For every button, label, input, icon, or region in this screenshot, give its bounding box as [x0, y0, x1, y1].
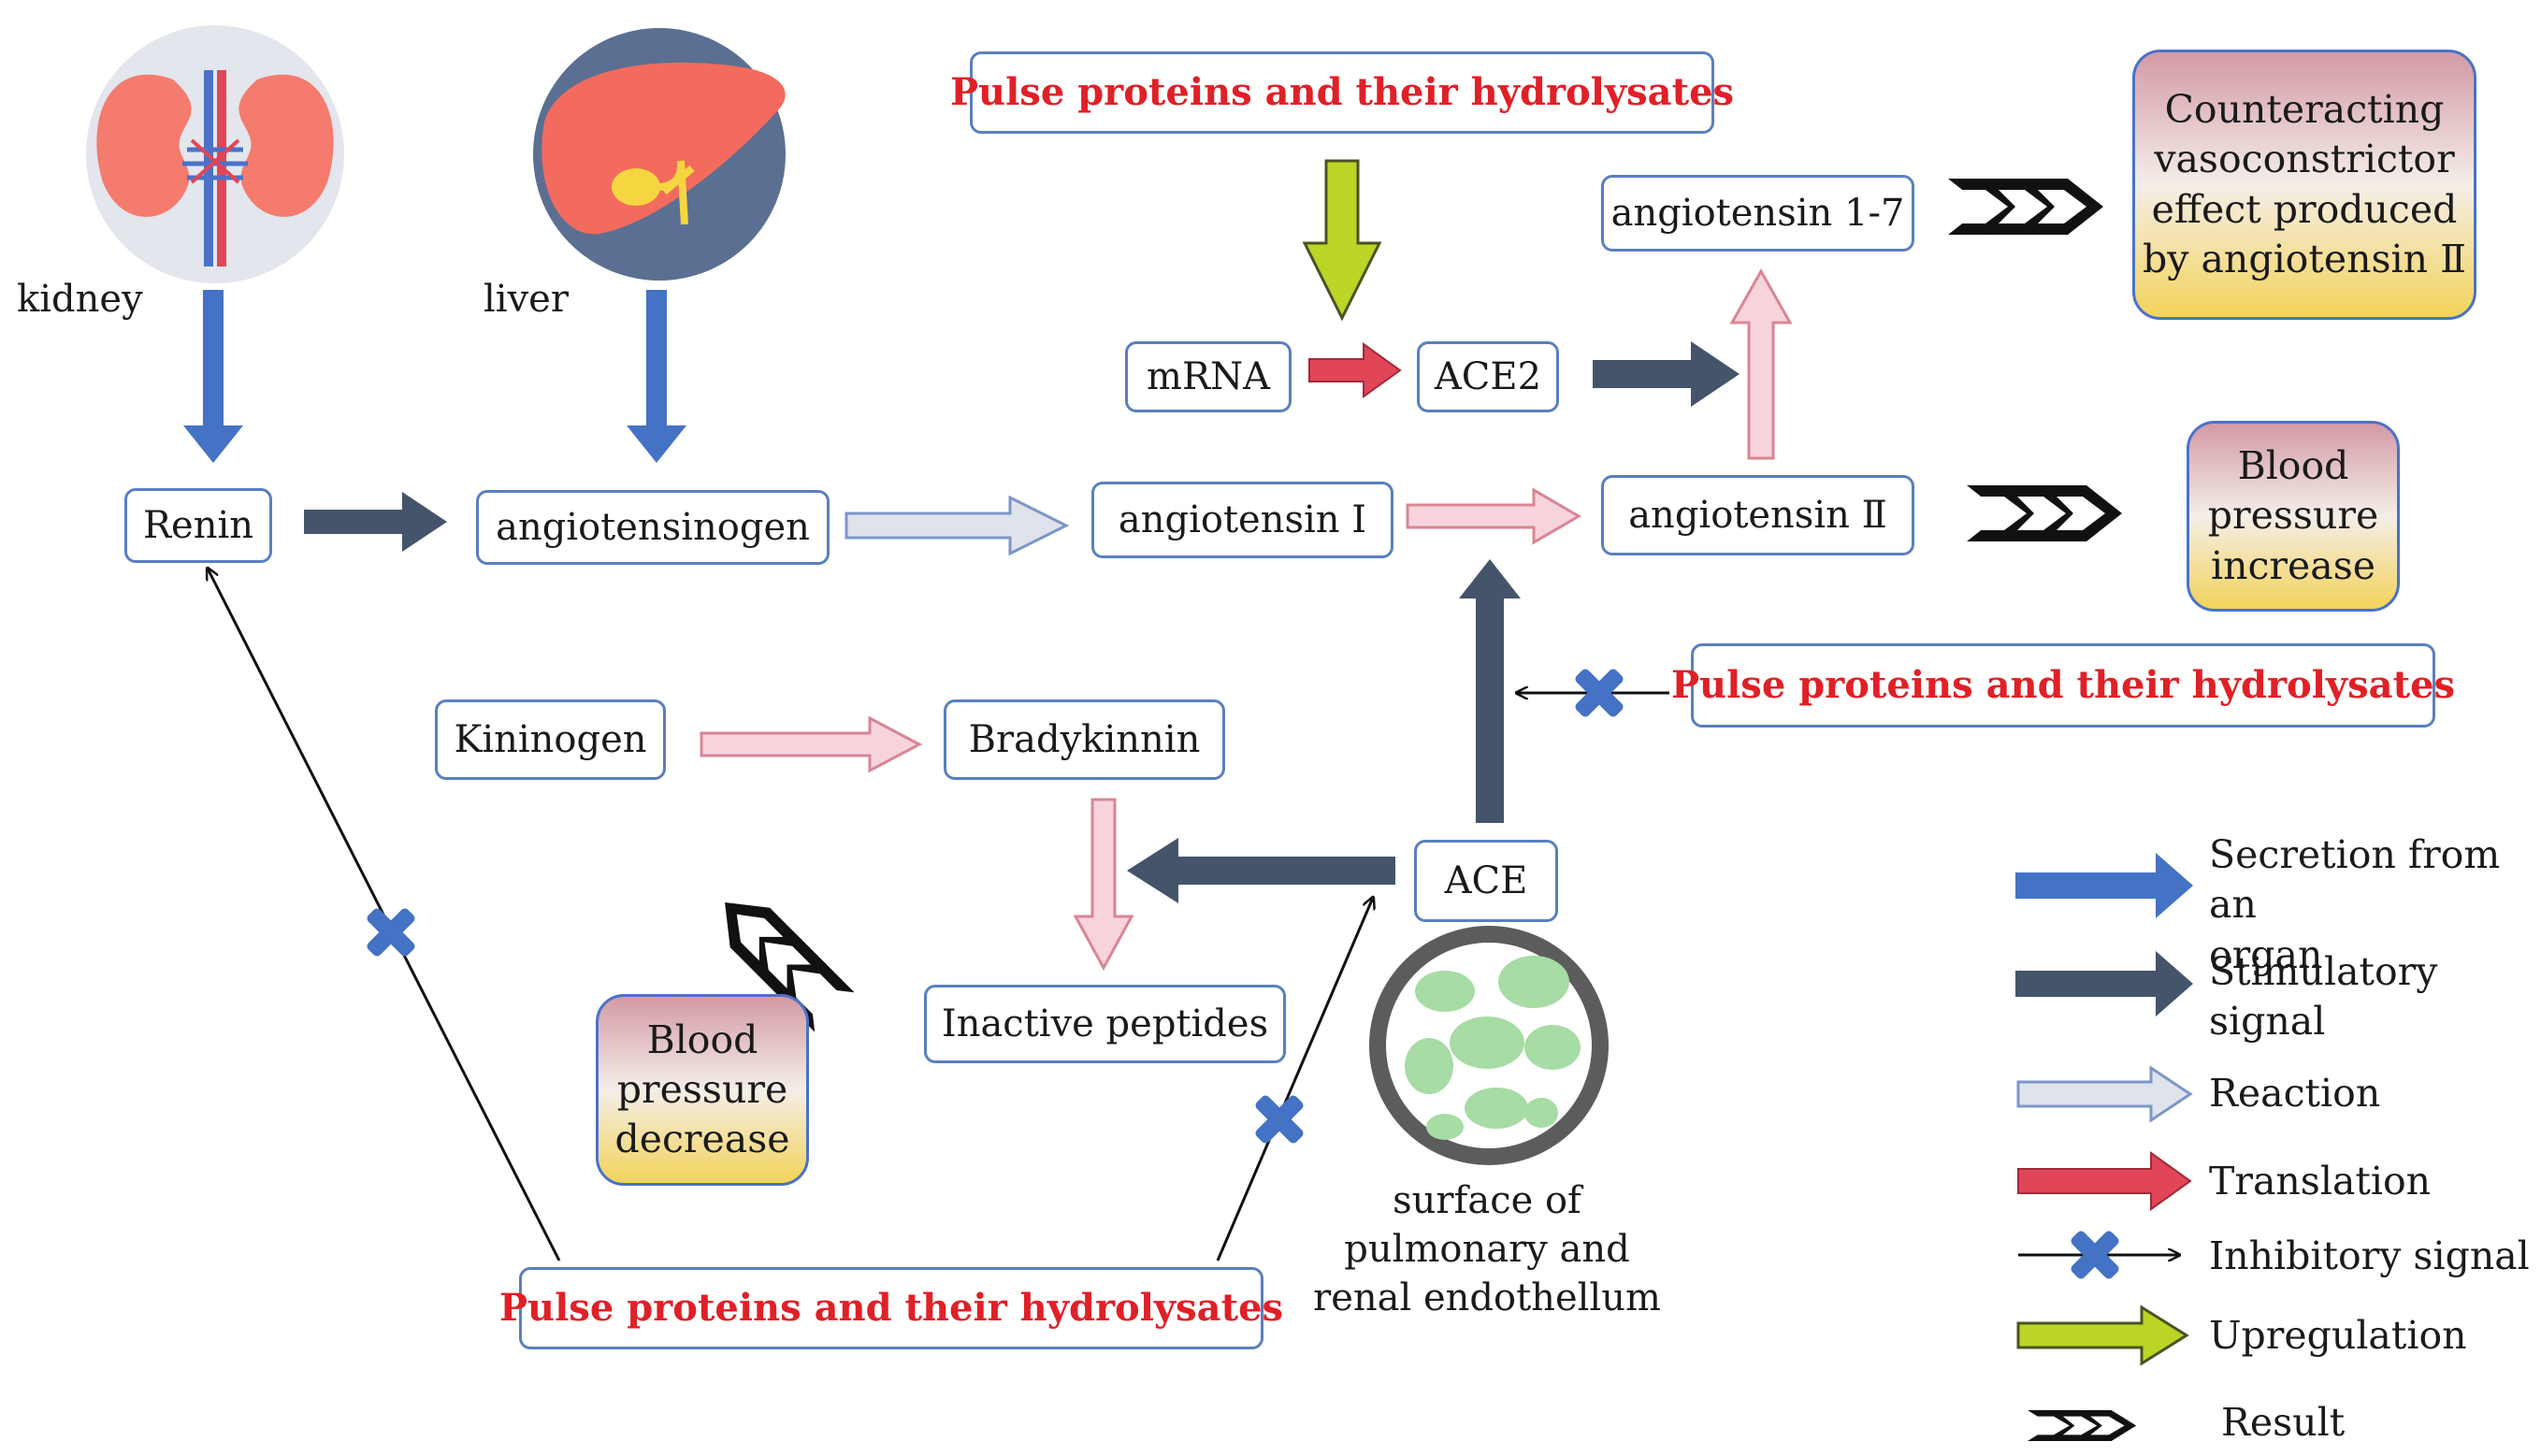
result-increase-line-1: Blood — [2237, 443, 2349, 489]
legend-stimulatory-icon — [2015, 951, 2193, 1016]
result-counteract: Counteracting vasoconstrictor effect pro… — [2132, 50, 2476, 320]
node-inactive-peptides: Inactive peptides — [924, 985, 1286, 1063]
translation-arrow — [1308, 342, 1402, 398]
inhibitory-arrow-ace — [1216, 898, 1373, 1261]
reaction-arrow-1 — [845, 495, 1070, 556]
kidney-label: kidney — [17, 278, 143, 321]
node-mrna: mRNA — [1125, 341, 1292, 412]
result-arrow-angiotensin17 — [1948, 179, 2103, 235]
inhibitory-arrow-right — [1517, 667, 1669, 719]
inhibitory-arrow-renin — [208, 569, 561, 1261]
legend-stimulatory-label: Stimulatory signal — [2209, 947, 2437, 1047]
stimulatory-arrow-renin — [304, 492, 447, 552]
node-ace: ACE — [1414, 840, 1558, 922]
result-decrease-line-3: decrease — [614, 1117, 790, 1162]
endothelium-cell-icon — [1369, 926, 1609, 1165]
node-bradykinnin: Bradykinnin — [944, 699, 1225, 780]
legend-upregulation-label: Upregulation — [2209, 1313, 2467, 1358]
legend-secretion-label: Secretion from an organ — [2209, 830, 2541, 980]
node-angiotensin-1: angiotensin I — [1091, 482, 1393, 558]
result-arrow-angiotensin2 — [1967, 485, 2122, 541]
reaction-arrow-up — [1729, 267, 1793, 460]
node-angiotensinogen: angiotensinogen — [476, 490, 830, 565]
endothelium-caption-line-1: surface of — [1393, 1179, 1581, 1222]
reaction-arrow-2 — [1406, 487, 1581, 545]
result-counteract-line-3: effect produced — [2151, 186, 2458, 232]
node-ace2: ACE2 — [1417, 341, 1559, 412]
secretion-arrow-kidney — [183, 290, 243, 463]
result-increase-line-3: increase — [2210, 542, 2376, 588]
legend-translation-label: Translation — [2209, 1159, 2432, 1204]
pulse-proteins-right: Pulse proteins and their hydrolysates — [1671, 643, 2455, 728]
liver-label: liver — [484, 278, 569, 321]
node-kininogen: Kininogen — [435, 699, 666, 780]
stimulatory-arrow-ace2 — [1593, 341, 1740, 407]
legend-secretion-line-1: Secretion from an — [2209, 832, 2501, 928]
stimulatory-arrow-ace-up — [1459, 559, 1521, 823]
node-angiotensin-2: angiotensin Ⅱ — [1601, 475, 1914, 555]
legend-secretion-line-2: organ — [2209, 931, 2323, 977]
pulse-proteins-top: Pulse proteins and their hydrolysates — [950, 51, 1734, 134]
secretion-arrow-liver — [627, 290, 686, 463]
reaction-arrow-kininogen — [700, 715, 923, 773]
legend-reaction-label: Reaction — [2209, 1071, 2381, 1116]
result-bp-decrease: Blood pressure decrease — [596, 994, 809, 1186]
result-decrease-line-1: Blood — [646, 1016, 758, 1062]
liver-icon — [533, 28, 786, 281]
legend-stimulatory-line-2: signal — [2209, 999, 2326, 1045]
result-counteract-line-2: vasoconstrictor — [2154, 137, 2455, 182]
stimulatory-arrow-ace-left — [1127, 838, 1395, 903]
node-angiotensin-1-7: angiotensin 1-7 — [1601, 175, 1914, 252]
legend-reaction-icon — [2016, 1065, 2193, 1123]
legend-inhibitory-icon — [2018, 1229, 2179, 1281]
legend-result-icon — [2028, 1410, 2137, 1441]
legend-upregulation-icon — [2016, 1305, 2189, 1366]
result-bp-increase: Blood pressure increase — [2187, 421, 2400, 612]
result-increase-line-2: pressure — [2207, 493, 2379, 539]
pulse-proteins-bottom: Pulse proteins and their hydrolysates — [499, 1267, 1283, 1349]
legend-inhibitory-label: Inhibitory signal — [2209, 1233, 2530, 1278]
legend-result-label: Result — [2221, 1400, 2346, 1445]
node-renin: Renin — [124, 488, 272, 563]
endothelium-caption-line-2: pulmonary and — [1344, 1228, 1630, 1271]
result-counteract-line-4: by angiotensin Ⅱ — [2143, 236, 2466, 281]
reaction-arrow-bradykinnin-down — [1073, 798, 1134, 972]
legend-stimulatory-line-1: Stimulatory — [2209, 949, 2438, 994]
endothelium-caption-line-3: renal endothellum — [1313, 1276, 1661, 1319]
result-counteract-line-1: Counteracting — [2164, 86, 2445, 132]
upregulation-arrow — [1302, 159, 1382, 322]
kidney-icon — [86, 25, 344, 283]
legend-secretion-icon — [2015, 853, 2193, 918]
endothelium-caption: surface of pulmonary and renal endothell… — [1300, 1176, 1674, 1322]
result-decrease-line-2: pressure — [616, 1066, 788, 1112]
legend-translation-icon — [2017, 1151, 2192, 1211]
